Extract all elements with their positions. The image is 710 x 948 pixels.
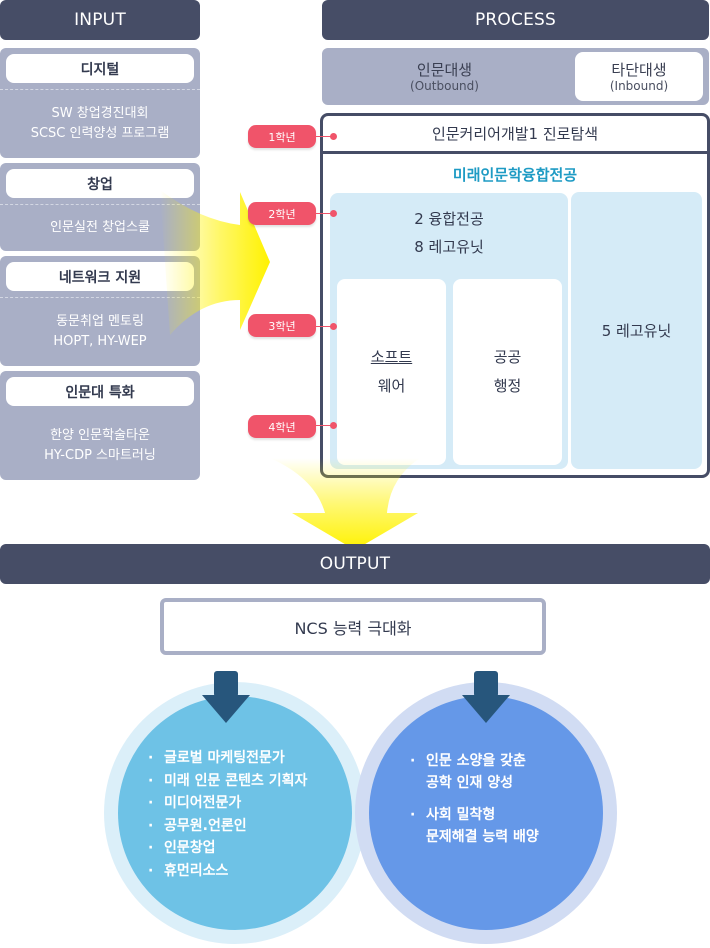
- connector-line: [316, 425, 334, 426]
- down-arrow-icon: [202, 671, 250, 723]
- connector-dot: [330, 210, 337, 217]
- combined-line: 2 융합전공: [414, 210, 484, 228]
- card-title: 디지털: [6, 54, 194, 83]
- left-circle-list: 글로벌 마케팅전문가 미래 인문 콘텐츠 기획자 미디어전문가 공무원.언론인 …: [148, 747, 307, 882]
- connector-dot: [330, 133, 337, 140]
- card-line: 인문실전 창업스쿨: [50, 220, 150, 235]
- down-arrow-icon: [270, 458, 420, 550]
- list-item-line: 사회 밀착형: [426, 807, 496, 823]
- card-line: SW 창업경진대회: [51, 106, 149, 121]
- public-admin-card: 공공 행정: [453, 279, 562, 465]
- lego-unit-panel: 5 레고유닛: [571, 192, 702, 469]
- card-line: 동문취업 멘토링: [56, 314, 144, 329]
- software-line: 소프트: [370, 348, 413, 366]
- input-card-digital: 디지털 SW 창업경진대회 SCSC 인력양성 프로그램: [0, 48, 200, 158]
- connector-line: [316, 213, 334, 214]
- combined-major-panel: 2 융합전공 8 레고유닛 소프트 웨어 공공 행정: [330, 193, 568, 469]
- inbound-label: 타단대생 (Inbound): [575, 52, 703, 101]
- list-item: 인문창업: [148, 837, 307, 860]
- software-card: 소프트 웨어: [337, 279, 446, 465]
- inbound-title: 타단대생: [611, 60, 667, 79]
- divider: [0, 204, 200, 205]
- list-item: 공무원.언론인: [148, 815, 307, 838]
- outbound-title: 인문대생: [416, 60, 473, 79]
- input-card-humanities: 인문대 특화 한양 인문학술타운 HY-CDP 스마트러닝: [0, 371, 200, 480]
- list-item: 인문 소양을 갖춘 공학 인재 양성: [410, 750, 539, 794]
- card-body: 인문실전 창업스쿨: [0, 205, 200, 251]
- list-item: 사회 밀착형 문제해결 능력 배양: [410, 804, 539, 848]
- divider: [0, 89, 200, 90]
- outbound-subtitle: (Outbound): [410, 78, 479, 93]
- public-admin-line: 행정: [493, 377, 522, 395]
- card-body: 한양 인문학술타운 HY-CDP 스마트러닝: [0, 411, 200, 480]
- input-header: INPUT: [0, 0, 200, 40]
- software-line: 웨어: [377, 377, 406, 395]
- right-arrow-icon: [160, 190, 270, 335]
- down-arrow-icon: [462, 671, 510, 723]
- year-tag-4: 4학년: [248, 415, 316, 438]
- list-item: 미래 인문 콘텐츠 기획자: [148, 770, 307, 793]
- card-title: 네트워크 지원: [6, 262, 194, 291]
- inbound-subtitle: (Inbound): [609, 78, 669, 93]
- list-item-line: 인문 소양을 갖춘: [426, 753, 526, 769]
- list-item: 휴먼리소스: [148, 860, 307, 883]
- divider: [0, 297, 200, 298]
- connector-dot: [330, 323, 337, 330]
- year-tag-2: 2학년: [248, 202, 316, 225]
- card-body: 동문취업 멘토링 HOPT, HY-WEP: [0, 298, 200, 366]
- year1-course: 인문커리어개발1 진로탐색: [323, 116, 707, 154]
- list-item-line: 문제해결 능력 배양: [426, 829, 539, 845]
- major-title: 미래인문학융합전공: [452, 165, 578, 184]
- ncs-box: NCS 능력 극대화: [160, 598, 546, 655]
- connector-line: [316, 326, 334, 327]
- connector-line: [316, 136, 334, 137]
- output-header: OUTPUT: [0, 544, 710, 584]
- connector-dot: [330, 422, 337, 429]
- card-line: SCSC 인력양성 프로그램: [30, 126, 170, 141]
- card-line: HY-CDP 스마트러닝: [44, 447, 156, 463]
- year-tag-1: 1학년: [248, 125, 316, 148]
- card-line: HOPT, HY-WEP: [53, 334, 147, 349]
- card-body: SW 창업경진대회 SCSC 인력양성 프로그램: [0, 90, 200, 158]
- process-header: PROCESS: [322, 0, 709, 40]
- outbound-label: 인문대생 (Outbound): [322, 48, 567, 105]
- process-box: 인문커리어개발1 진로탐색 미래인문학융합전공 2 융합전공 8 레고유닛 소프…: [320, 113, 710, 478]
- public-admin-line: 공공: [493, 348, 522, 366]
- list-item-line: 공학 인재 양성: [426, 775, 514, 791]
- year-tag-3: 3학년: [248, 314, 316, 337]
- list-item: 미디어전문가: [148, 792, 307, 815]
- card-line: 한양 인문학술타운: [50, 427, 150, 443]
- lego-unit-text: 5 레고유닛: [601, 321, 672, 340]
- list-item: 글로벌 마케팅전문가: [148, 747, 307, 770]
- student-type-bar: 인문대생 (Outbound) 타단대생 (Inbound): [322, 48, 709, 105]
- combined-major-text: 2 융합전공 8 레고유닛: [330, 205, 568, 261]
- combined-line: 8 레고유닛: [414, 238, 484, 256]
- card-title: 인문대 특화: [6, 377, 194, 406]
- right-circle-list: 인문 소양을 갖춘 공학 인재 양성 사회 밀착형 문제해결 능력 배양: [410, 750, 539, 858]
